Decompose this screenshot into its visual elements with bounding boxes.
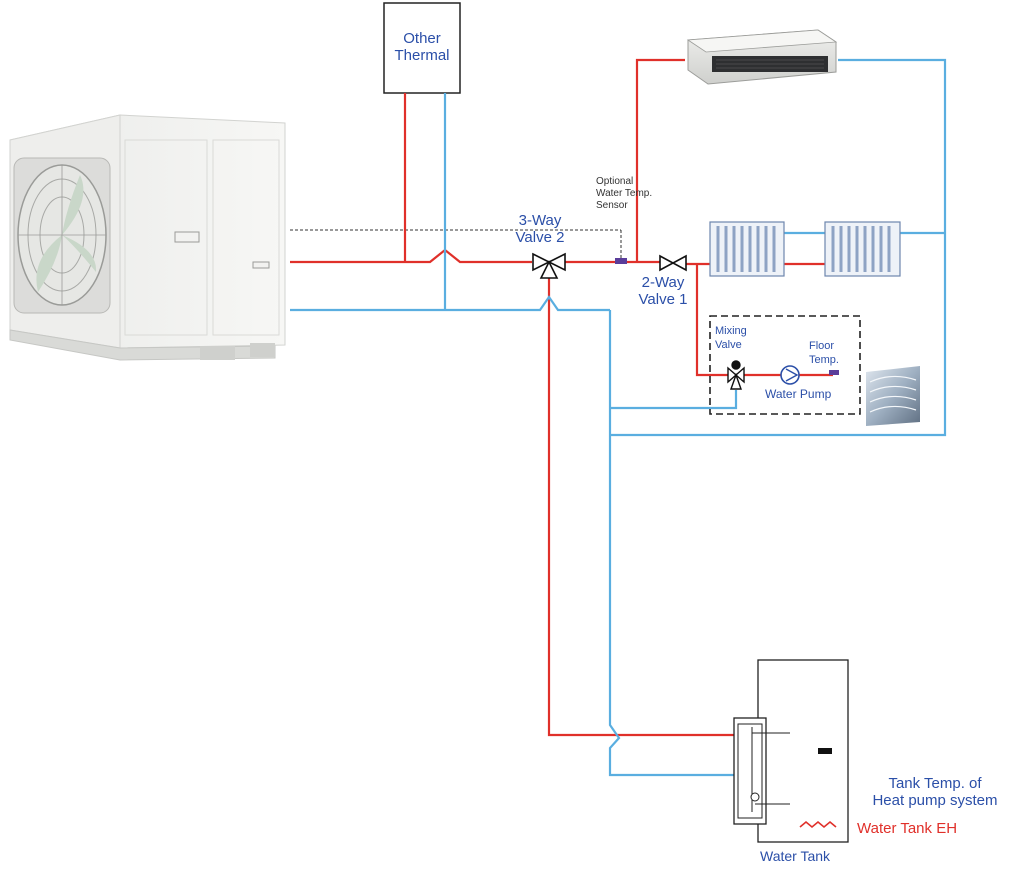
- optional-sensor-line-2: Water Temp.: [596, 188, 653, 199]
- floor-heating-loop-box: [709, 315, 861, 415]
- heat-pump-outdoor-unit-icon: [9, 114, 286, 361]
- three-way-valve-label-line-2: Valve 2: [515, 229, 565, 247]
- optional-water-temp-sensor-label: Optional Water Temp. Sensor: [596, 176, 652, 212]
- tank-temp-label: Tank Temp. of Heat pump system: [862, 775, 1008, 810]
- optional-sensor-line-1: Optional: [596, 176, 634, 187]
- mixing-valve-icon: [727, 360, 745, 390]
- two-way-valve-label-line-1: 2-Way: [641, 274, 685, 291]
- radiator-icon: [709, 221, 785, 277]
- electric-heater-icon: [799, 820, 837, 829]
- water-tank-label: Water Tank: [760, 848, 831, 864]
- three-way-valve-label-line-1: 3-Way: [518, 212, 562, 229]
- water-pump-label: Water Pump: [765, 387, 832, 401]
- tank-temp-line-1: Tank Temp. of: [888, 775, 982, 792]
- water-pump-icon: [780, 365, 800, 385]
- floor-temp-label: Floor Temp.: [809, 340, 839, 368]
- floor-temp-line-2: Temp.: [809, 353, 839, 366]
- two-way-valve-label-line-2: Valve 1: [638, 291, 688, 309]
- tank-temp-line-2: Heat pump system: [872, 792, 998, 810]
- water-tank-icon: [733, 659, 849, 843]
- supply-pipes: [290, 58, 833, 737]
- other-thermal-box: [383, 2, 461, 94]
- optional-sensor-line-3: Sensor: [596, 200, 628, 211]
- temperature-sensor-icon: [829, 370, 839, 375]
- other-thermal-line-2: Thermal: [394, 47, 450, 65]
- radiator-icon: [824, 221, 901, 277]
- mixing-valve-line-2: Valve: [715, 339, 742, 352]
- return-pipes: [290, 58, 947, 777]
- three-way-valve-2-label: 3-Way Valve 2: [505, 212, 575, 247]
- other-thermal-label: Other Thermal: [384, 30, 460, 65]
- three-way-valve-icon: [532, 252, 566, 279]
- mixing-valve-line-1: Mixing: [715, 325, 747, 337]
- mixing-valve-label: Mixing Valve: [715, 324, 747, 353]
- two-way-valve-1-label: 2-Way Valve 1: [628, 274, 698, 309]
- ducted-fan-coil-icon: [686, 29, 838, 85]
- water-tank-eh-label: Water Tank EH: [857, 820, 958, 837]
- floor-temp-line-1: Floor: [809, 340, 835, 352]
- two-way-valve-icon: [659, 254, 687, 272]
- floor-heating-icon: [866, 366, 920, 426]
- temperature-sensor-icon: [615, 258, 627, 264]
- other-thermal-line-1: Other: [403, 30, 441, 47]
